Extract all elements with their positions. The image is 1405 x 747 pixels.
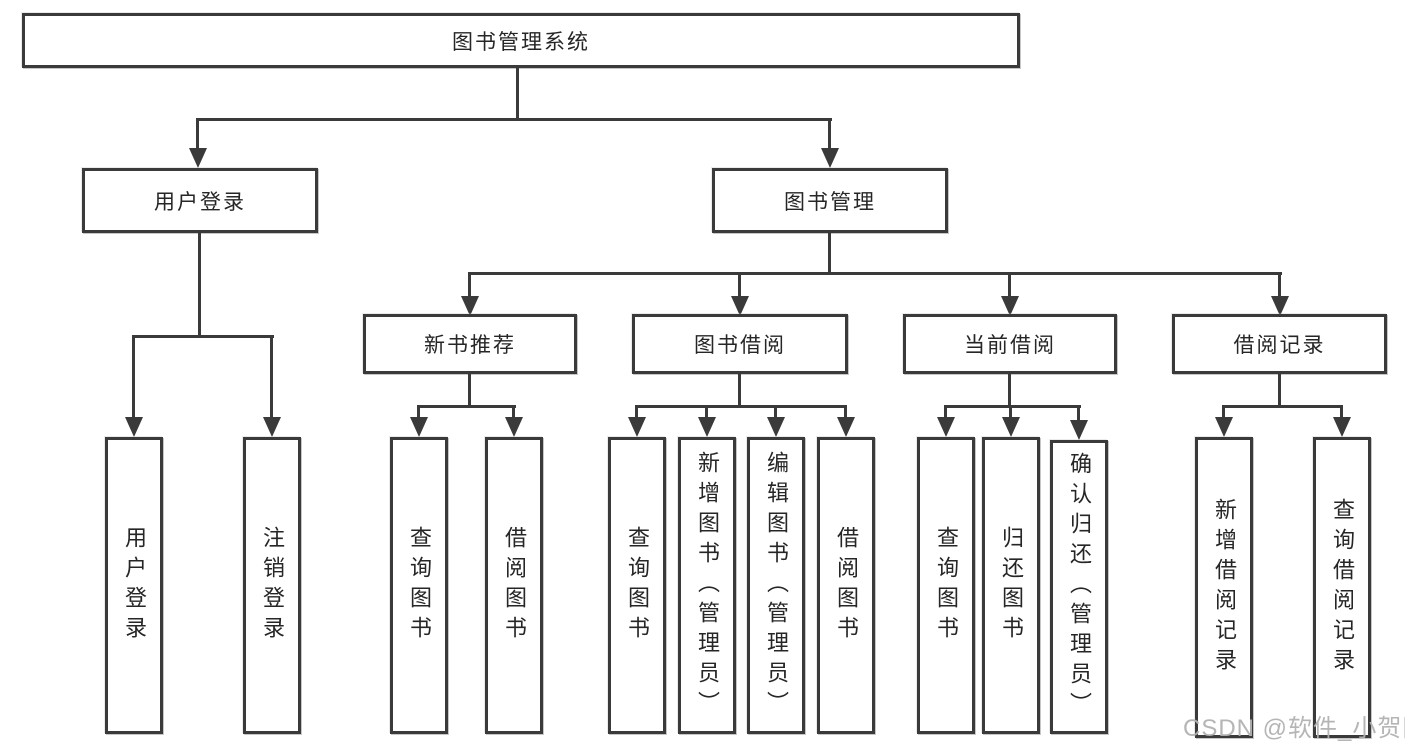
leaf-label: 新增借阅记录 xyxy=(1212,497,1237,678)
leaf-query-books-recommend: 查询图书 xyxy=(390,437,448,734)
arrowhead-down-icon xyxy=(125,417,143,437)
node-label: 当前借阅 xyxy=(964,334,1056,357)
connector-line xyxy=(635,405,638,419)
node-book-management-module: 图书管理 xyxy=(712,168,948,233)
arrowhead-down-icon xyxy=(1215,417,1233,437)
leaf-return-books: 归还图书 xyxy=(982,437,1040,734)
connector-line xyxy=(417,405,516,408)
leaf-label: 查询图书 xyxy=(625,525,650,646)
arrowhead-down-icon xyxy=(189,148,207,168)
leaf-confirm-return-admin: 确认归还（管理员） xyxy=(1050,440,1108,734)
leaf-label: 借阅图书 xyxy=(502,525,527,646)
connector-line xyxy=(1278,272,1281,298)
node-current-borrowing: 当前借阅 xyxy=(903,314,1117,374)
leaf-borrow-books-recommend: 借阅图书 xyxy=(485,437,543,734)
connector-line xyxy=(196,118,199,150)
arrowhead-down-icon xyxy=(731,296,749,316)
leaf-query-books-current: 查询图书 xyxy=(917,437,975,734)
leaf-label: 查询借阅记录 xyxy=(1330,497,1355,678)
csdn-watermark: CSDN @软件_小贺同学 xyxy=(1183,715,1405,742)
arrowhead-down-icon xyxy=(767,417,785,437)
node-label: 借阅记录 xyxy=(1233,334,1326,357)
connector-line xyxy=(635,405,847,408)
leaf-logout: 注销登录 xyxy=(243,437,301,734)
connector-line xyxy=(828,233,831,274)
leaf-borrow-books: 借阅图书 xyxy=(817,437,875,734)
connector-line xyxy=(198,233,201,337)
arrowhead-down-icon xyxy=(698,417,716,437)
connector-line xyxy=(516,68,519,120)
connector-line xyxy=(196,118,832,121)
arrowhead-down-icon xyxy=(1070,420,1088,440)
node-label: 新书推荐 xyxy=(424,334,516,357)
arrowhead-down-icon xyxy=(821,148,839,168)
node-label: 用户登录 xyxy=(154,190,246,214)
leaf-query-books-borrow: 查询图书 xyxy=(608,437,666,734)
connector-line xyxy=(1009,405,1012,419)
arrowhead-down-icon xyxy=(1002,417,1020,437)
connector-line xyxy=(828,118,831,150)
connector-line xyxy=(1077,405,1080,422)
node-label: 图书借阅 xyxy=(694,334,786,357)
arrowhead-down-icon xyxy=(461,296,479,316)
leaf-label: 用户登录 xyxy=(122,525,147,646)
arrowhead-down-icon xyxy=(505,417,523,437)
leaf-add-borrow-record: 新增借阅记录 xyxy=(1195,437,1253,738)
connector-line xyxy=(944,405,947,419)
node-user-login-module: 用户登录 xyxy=(82,168,318,233)
leaf-label: 新增图书（管理员） xyxy=(695,450,720,721)
connector-line xyxy=(844,405,847,419)
connector-line xyxy=(738,272,741,298)
node-borrowing-records: 借阅记录 xyxy=(1172,314,1387,374)
arrowhead-down-icon xyxy=(837,417,855,437)
arrowhead-down-icon xyxy=(1001,296,1019,316)
connector-line xyxy=(417,405,420,419)
connector-line xyxy=(270,335,273,419)
arrowhead-down-icon xyxy=(1271,296,1289,316)
leaf-label: 查询图书 xyxy=(407,525,432,646)
connector-line xyxy=(705,405,708,419)
leaf-label: 归还图书 xyxy=(999,525,1024,646)
connector-line xyxy=(512,405,515,419)
connector-line xyxy=(944,405,1081,408)
connector-line xyxy=(132,335,135,419)
leaf-label: 查询图书 xyxy=(934,525,959,646)
arrowhead-down-icon xyxy=(1333,417,1351,437)
connector-line xyxy=(774,405,777,419)
node-new-book-recommendation: 新书推荐 xyxy=(363,314,577,374)
node-label: 图书管理 xyxy=(784,190,876,214)
leaf-label: 编辑图书（管理员） xyxy=(764,450,789,721)
connector-line xyxy=(1008,272,1011,298)
leaf-label: 注销登录 xyxy=(260,525,285,646)
leaf-user-login: 用户登录 xyxy=(105,437,163,734)
leaf-query-borrow-record: 查询借阅记录 xyxy=(1313,437,1371,738)
arrowhead-down-icon xyxy=(263,417,281,437)
connector-line xyxy=(1222,405,1225,419)
connector-line xyxy=(1278,374,1281,407)
leaf-add-books-admin: 新增图书（管理员） xyxy=(678,437,736,734)
arrowhead-down-icon xyxy=(937,417,955,437)
connector-line xyxy=(468,272,1282,275)
connector-line xyxy=(1008,374,1011,407)
connector-line xyxy=(1222,405,1343,408)
connector-line xyxy=(1340,405,1343,419)
connector-line xyxy=(468,272,471,298)
leaf-label: 借阅图书 xyxy=(834,525,859,646)
node-library-system: 图书管理系统 xyxy=(22,13,1020,68)
arrowhead-down-icon xyxy=(628,417,646,437)
leaf-edit-books-admin: 编辑图书（管理员） xyxy=(747,437,805,734)
connector-line xyxy=(468,374,471,407)
connector-line xyxy=(738,374,741,407)
node-book-borrowing: 图书借阅 xyxy=(632,314,848,374)
node-label: 图书管理系统 xyxy=(452,30,590,54)
arrowhead-down-icon xyxy=(410,417,428,437)
connector-line xyxy=(132,335,274,338)
leaf-label: 确认归还（管理员） xyxy=(1067,452,1092,722)
